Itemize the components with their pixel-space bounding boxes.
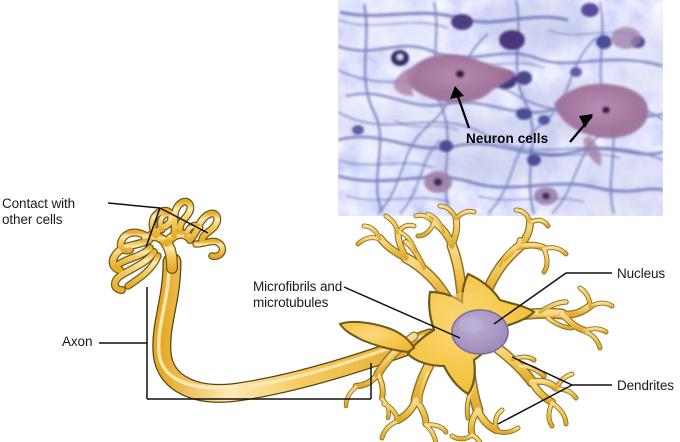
nucleus-shape bbox=[451, 309, 509, 355]
bracket-dendrites-upper bbox=[511, 356, 573, 386]
label-nucleus: Nucleus bbox=[617, 266, 666, 281]
leader-nucleus-pointer bbox=[493, 272, 567, 325]
bracket-dendrites-lower bbox=[497, 384, 573, 425]
label-microfibrils-and-microtubules: Microfibrils and microtubules bbox=[253, 279, 343, 310]
micrograph-image bbox=[338, 0, 663, 216]
leader-microfibrils bbox=[343, 286, 461, 339]
leader-contact-branch-lower bbox=[145, 207, 161, 248]
label-contact-with-other-cells: Contact with other cells bbox=[2, 196, 76, 227]
leader-contact-branch-upper bbox=[159, 207, 209, 234]
label-axon: Axon bbox=[62, 334, 93, 349]
leader-lines bbox=[99, 202, 612, 425]
label-dendrites: Dendrites bbox=[617, 378, 674, 393]
micrograph-label-neuron-cells: Neuron cells bbox=[466, 131, 549, 146]
leader-contact-stem bbox=[107, 202, 161, 209]
micrograph-arrow-group bbox=[450, 86, 593, 143]
